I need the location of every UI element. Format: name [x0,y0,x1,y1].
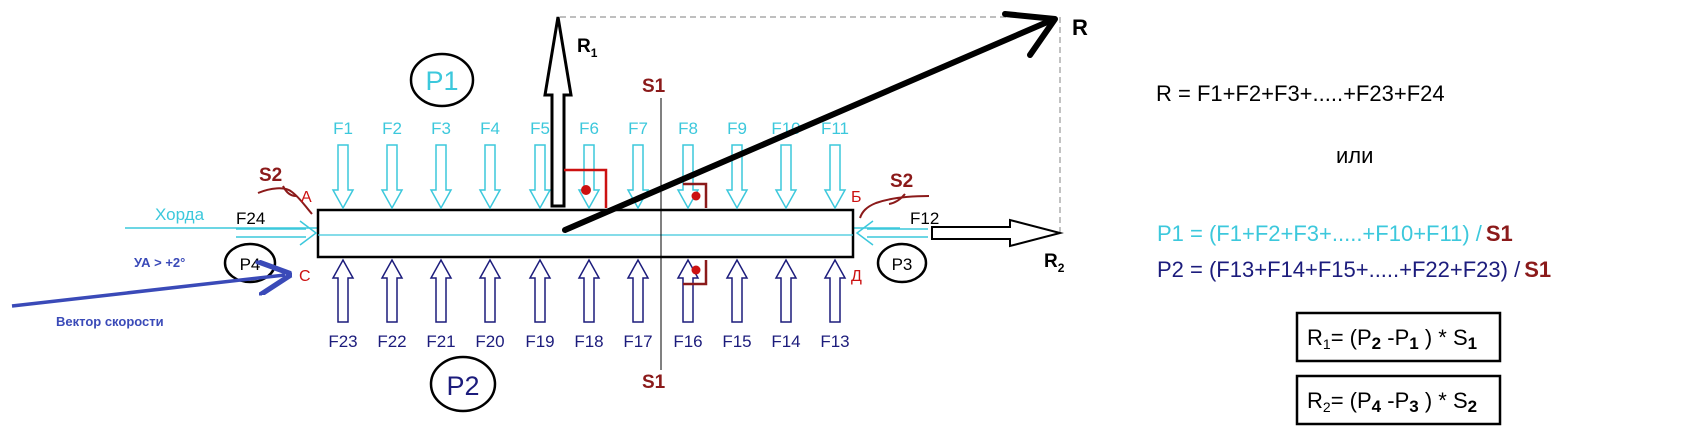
force-arrow-f15 [725,258,749,323]
equation-p2: P2 = (F13+F14+F15+.....+F22+F23) /S1 [1157,257,1551,282]
equation-box-r2 [1295,374,1502,426]
force-label-f21: F21 [426,332,455,351]
force-arrow-f10 [774,144,798,210]
force-label-f1: F1 [333,119,353,138]
force-label-f23: F23 [328,332,357,351]
p4-label: P4 [240,255,261,274]
velocity-vector-arrow [11,275,285,308]
velocity-vector-label: Вектор скорости [56,314,164,329]
r2-label: R2 [1044,251,1065,275]
equation-r2: R2= (P4 -P3 ) * S2 [1307,388,1477,416]
force-label-f17: F17 [623,332,652,351]
force-label-f18: F18 [574,332,603,351]
force-arrow-f21 [429,258,453,323]
p1-label: P1 [425,66,458,96]
s2-right-hook [888,193,906,205]
p3-label: P3 [892,255,913,274]
bottom-force-arrows [331,258,847,323]
force-label-f14: F14 [771,332,800,351]
wing-body [316,208,855,259]
p1-circle [409,52,475,108]
s2-left-label: S2 [259,165,282,186]
force-arrow-f11 [823,144,847,210]
force-arrow-f3 [429,144,453,210]
force-label-f8: F8 [678,119,698,138]
force-label-f4: F4 [480,119,500,138]
force-arrow-f5 [528,144,552,210]
force-arrow-f23 [331,258,355,323]
force-label-f15: F15 [722,332,751,351]
s1-top-label: S1 [642,76,666,97]
resultant-r-arrowhead [1002,11,1058,58]
force-label-f16: F16 [673,332,702,351]
bottom-force-labels: F23 F22 F21 F20 F19 F18 F17 F16 F15 F14 F13 [328,332,849,351]
corner-b: Б [851,189,862,206]
equation-p1: P1 = (F1+F2+F3+.....+F10+F11) /S1 [1157,221,1513,246]
force-label-f7: F7 [628,119,648,138]
resultant-r-arrow [562,17,1055,233]
s1-bottom-label: S1 [642,372,666,393]
force-arrow-f18 [577,258,601,323]
top-force-arrows [331,144,847,210]
r1-label: R1 [577,36,598,60]
p2-circle [429,355,497,413]
s2-left-hook [282,185,297,197]
force-label-f20: F20 [475,332,504,351]
force-label-f22: F22 [377,332,406,351]
right-angle-marker-r1 [564,168,608,208]
force-f24-label: F24 [236,209,265,228]
right-angle-dot-bottom [691,265,701,275]
force-arrow-f22 [380,258,404,323]
force-arrow-f14 [774,258,798,323]
corner-a: А [301,189,312,206]
force-label-f5: F5 [530,119,550,138]
force-arrow-f20 [478,258,502,323]
equation-or: или [1336,143,1373,168]
force-f12-arrow [855,220,928,246]
force-arrow-f19 [528,258,552,323]
force-arrow-f2 [380,144,404,210]
r2-arrow [931,218,1064,248]
force-f12-label: F12 [910,209,939,228]
force-arrow-f17 [626,258,650,323]
r1-arrow [543,16,573,208]
force-label-f19: F19 [525,332,554,351]
force-f24-arrow [236,220,318,246]
force-arrow-f4 [478,144,502,210]
force-label-f13: F13 [820,332,849,351]
equation-box-r1 [1295,311,1502,363]
chord-label: Хорда [155,205,205,224]
s2-left-squiggle [257,187,313,215]
right-angle-marker-top [683,182,708,208]
force-label-f6: F6 [579,119,599,138]
equation-r1: R1= (P2 -P1 ) * S1 [1307,325,1477,353]
right-angle-marker-bottom [683,260,708,286]
force-label-f11: F11 [821,119,849,138]
right-angle-dot-top [691,191,701,201]
right-angle-dot-r1 [581,185,591,195]
resultant-r-label: R [1072,15,1088,40]
force-label-f9: F9 [727,119,747,138]
s2-right-label: S2 [890,171,913,192]
force-arrow-f13 [823,258,847,323]
p2-label: P2 [446,371,479,401]
corner-c: С [299,268,311,285]
angle-of-attack-label: УА > +2° [134,255,185,270]
force-label-f3: F3 [431,119,451,138]
equation-r-sum: R = F1+F2+F3+.....+F23+F24 [1156,81,1445,106]
force-arrow-f6 [577,144,601,210]
force-label-f2: F2 [382,119,402,138]
s2-right-squiggle [859,195,930,219]
p3-circle [876,242,928,284]
corner-d: Д [851,268,862,285]
force-arrow-f1 [331,144,355,210]
